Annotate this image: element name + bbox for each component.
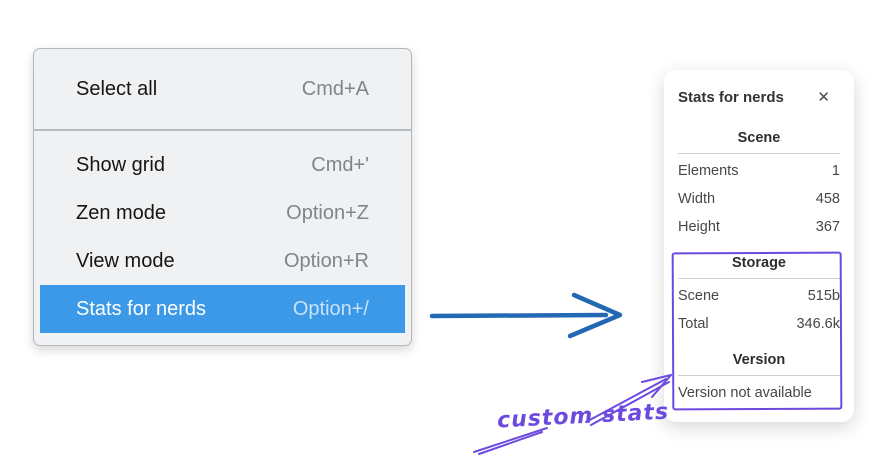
menu-item-label: Show grid <box>76 153 165 176</box>
version-note: Version not available <box>678 385 812 401</box>
menu-section: Select all Cmd+A <box>34 49 411 129</box>
menu-item-shortcut: Option+Z <box>286 201 369 224</box>
section-rule <box>678 153 840 154</box>
panel-title: Stats for nerds <box>678 88 784 106</box>
section-rule <box>678 375 840 376</box>
stat-row-scene: Scene 515b <box>678 282 840 310</box>
section-heading: Storage <box>732 255 786 271</box>
stat-row-height: Height 367 <box>678 213 840 241</box>
menu-item-label: View mode <box>76 249 175 272</box>
menu-divider <box>34 129 411 131</box>
section-heading: Version <box>732 352 786 368</box>
menu-item-shortcut: Option+/ <box>292 297 369 320</box>
stat-label: Scene <box>678 288 720 304</box>
stat-label: Width <box>678 191 716 207</box>
menu-item-show-grid[interactable]: Show grid Cmd+' <box>40 141 405 189</box>
stat-value: 458 <box>815 191 840 207</box>
menu-item-label: Select all <box>76 77 158 100</box>
stat-row-width: Width 458 <box>678 185 840 213</box>
menu-item-shortcut: Cmd+A <box>301 77 369 100</box>
menu-item-shortcut: Cmd+' <box>311 153 369 176</box>
menu-item-shortcut: Option+R <box>283 249 369 272</box>
stat-value: 346.6k <box>796 316 840 332</box>
stat-value: 1 <box>831 163 840 179</box>
stat-value: 367 <box>815 219 840 235</box>
stat-value: 515b <box>807 288 840 304</box>
menu-item-stats-for-nerds[interactable]: Stats for nerds Option+/ <box>40 285 405 333</box>
stat-label: Height <box>678 219 720 235</box>
close-icon[interactable]: ✕ <box>817 88 830 106</box>
stat-row-elements: Elements 1 <box>678 157 840 185</box>
menu-item-label: Stats for nerds <box>76 297 207 320</box>
stat-label: Total <box>678 316 709 332</box>
stats-panel-header: Stats for nerds ✕ <box>678 86 840 108</box>
stat-row-total: Total 346.6k <box>678 310 840 338</box>
menu-item-view-mode[interactable]: View mode Option+R <box>40 237 405 285</box>
menu-item-select-all[interactable]: Select all Cmd+A <box>40 65 405 113</box>
section-heading: Scene <box>737 130 781 146</box>
stat-label: Elements <box>678 163 739 179</box>
menu-item-label: Zen mode <box>76 201 167 224</box>
section-rule <box>678 278 840 279</box>
menu-item-zen-mode[interactable]: Zen mode Option+Z <box>40 189 405 237</box>
annotation-label: custom stats <box>496 399 670 434</box>
